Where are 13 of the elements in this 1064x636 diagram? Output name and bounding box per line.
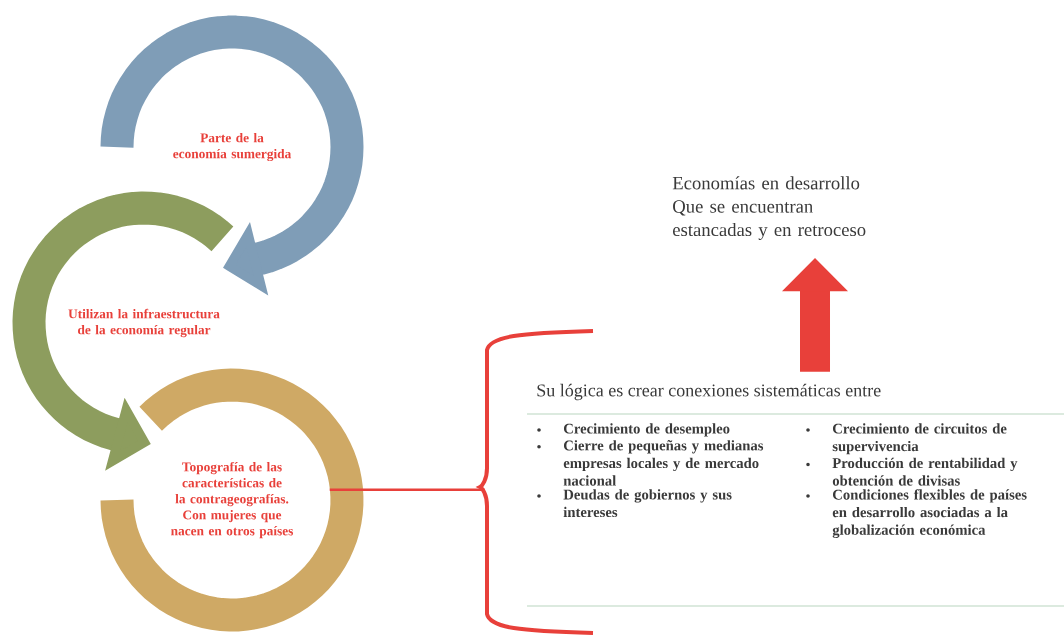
result-text: Economías en desarrollo Que se encuentran estancadas y en retroceso	[672, 176, 866, 240]
connector-line	[329, 488, 485, 492]
bullet-item: Condiciones flexibles de países en desarrollo asociadas a la globalización económica	[806, 489, 1027, 538]
bullet-item: Deudas de gobiernos y sus intereses	[537, 489, 732, 518]
bullet-item: Crecimiento de desempleo	[537, 423, 730, 437]
ring-label: Parte de la economía sumergida	[173, 132, 292, 162]
heading: Su lógica es crear conexiones sistemáticas entre	[537, 383, 881, 401]
bullet-item: Cierre de pequeñas y medianas empresas locales y de mercado nacional	[537, 440, 764, 486]
ring-label: Topografía de las características de la contrageografías. Con mujeres que nacen en otros países	[171, 461, 294, 539]
ring-label: Utilizan la infraestructura de la economía regular	[68, 308, 220, 338]
curved-arrow	[100, 15, 364, 296]
bullet-item: Producción de rentabilidad y obtención de divisas	[806, 457, 1018, 486]
bullet-item: Crecimiento de circuitos de supervivencia	[806, 423, 1007, 455]
